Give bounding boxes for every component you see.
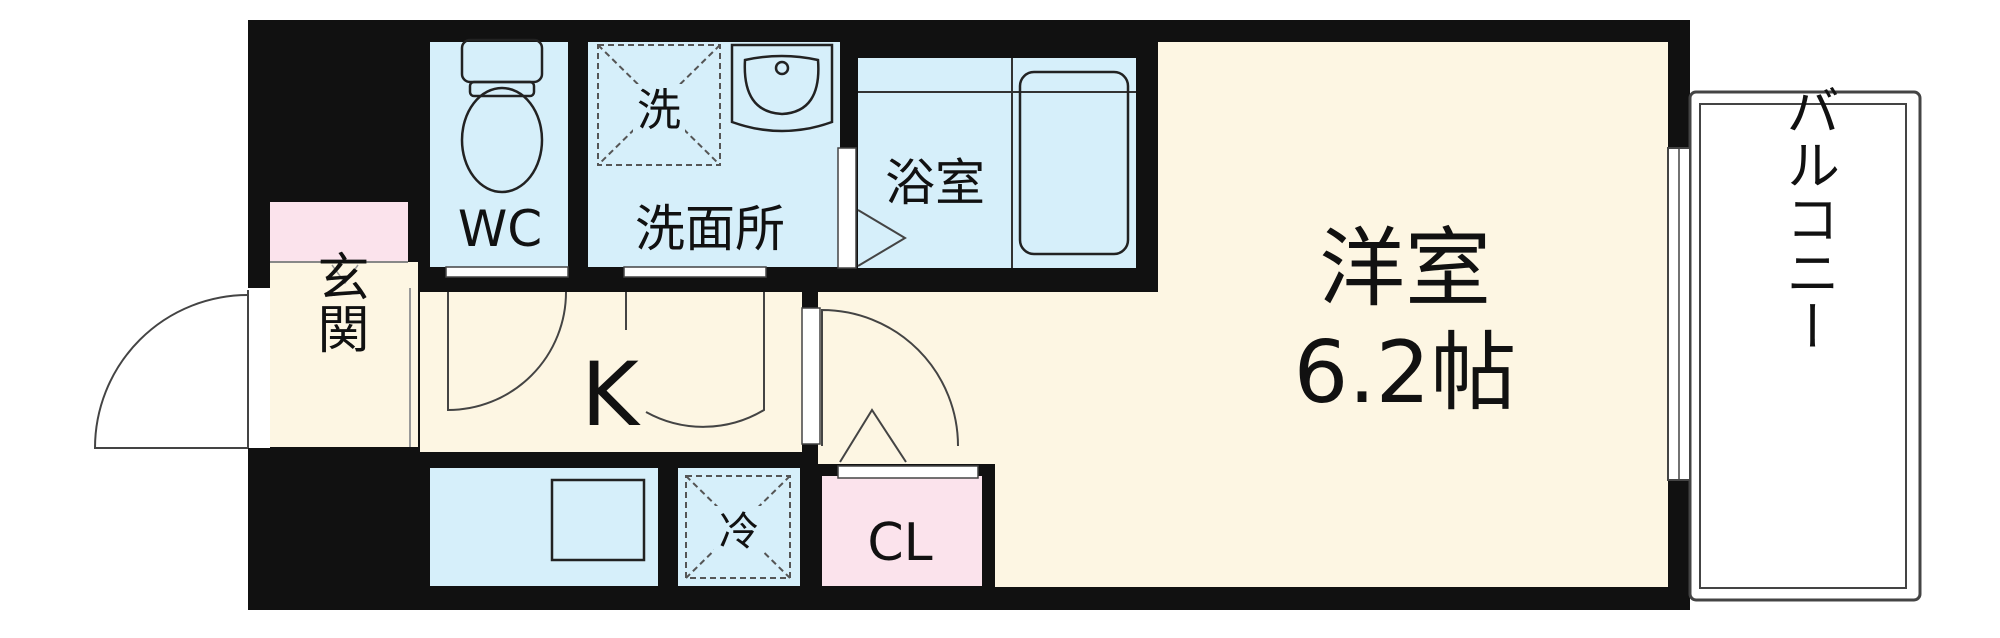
washer-label: 洗 [637,85,681,136]
wc-door-swing [447,291,567,412]
western-room-name: 洋室 [1319,219,1491,319]
closet-door-icon [839,408,907,463]
fridge-label: 冷 [719,509,759,555]
kitchen-counter [430,468,658,586]
kitchen-floor [420,292,802,452]
bathtub-icon [1018,70,1130,256]
sink-icon [730,43,834,133]
wc-label: WC [458,200,542,258]
hall-floor-lower [995,462,1165,587]
bath-door-icon [857,209,907,267]
entrance-label: 玄関 [308,250,368,354]
entrance-floor [270,262,418,447]
wc-floor [430,42,568,267]
western-room-size: 6.2帖 [1294,323,1517,423]
balcony-label: バルコニー [1777,83,1840,353]
closet-floor [822,476,982,586]
room-door-swing [821,308,959,447]
washroom-label: 洗面所 [635,200,785,258]
balcony-inner [1699,103,1907,589]
western-room-floor [1158,42,1668,587]
bath-label: 浴室 [885,154,985,212]
closet-label: CL [867,513,932,573]
kitchen-label: K [581,343,641,446]
washroom-floor [588,42,840,267]
entrance-opening [248,288,270,448]
stove-icon [550,478,646,562]
door-swing-icon [93,294,249,449]
entrance-strip [270,202,408,262]
toilet-icon [460,38,544,194]
washroom-door-swing [645,292,765,428]
